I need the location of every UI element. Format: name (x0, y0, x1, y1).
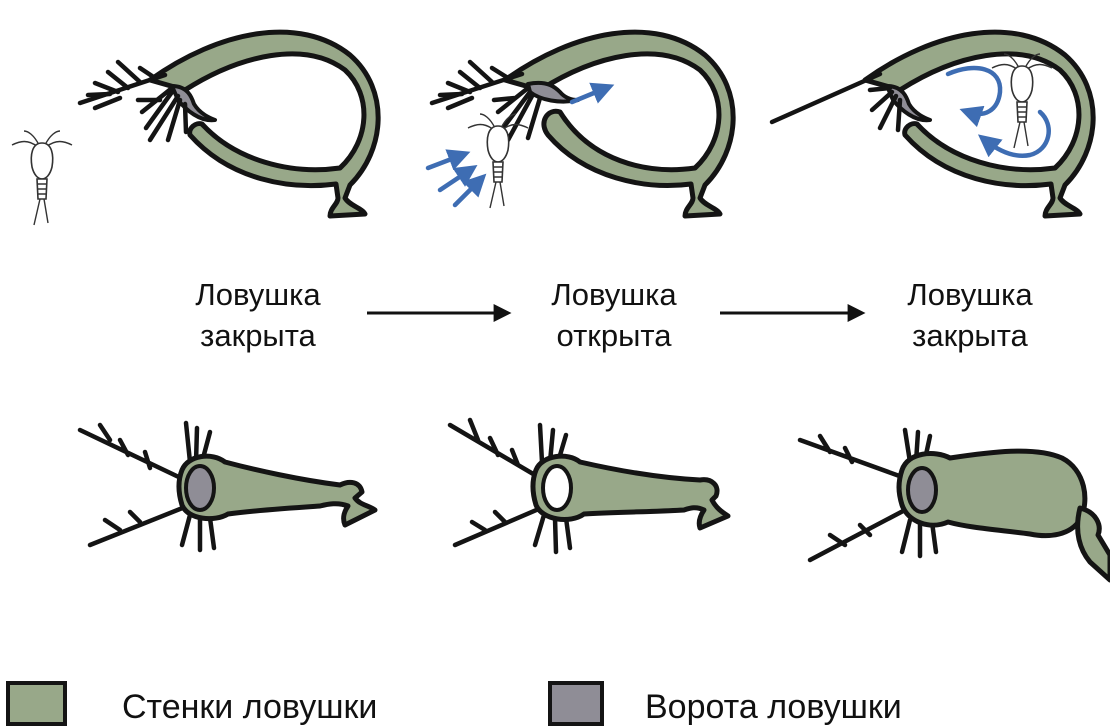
trap-front-closed-swollen (800, 430, 1110, 580)
water-swirl-arrow (948, 68, 1000, 114)
legend-swatch-gate (550, 683, 602, 724)
stage-2-label-line2: открыта (557, 318, 673, 353)
stage-1-label-line2: закрыта (200, 318, 316, 353)
trap-side-closed (80, 32, 378, 216)
trap-gate (528, 83, 578, 102)
trap-front-open (450, 420, 728, 552)
stage-3-label-line2: закрыта (912, 318, 1028, 353)
trap-side-open (428, 32, 733, 216)
copepod-prey (992, 54, 1052, 148)
trap-gate (908, 468, 936, 512)
water-flow-arrow (572, 88, 606, 102)
trap-side-closed-prey-inside (772, 32, 1093, 216)
copepod-prey (468, 114, 528, 208)
copepod-prey (12, 131, 72, 225)
trap-front-closed (80, 423, 375, 550)
trap-gate-open (543, 466, 571, 510)
legend-label-gate: Ворота ловушки (645, 688, 902, 726)
legend-swatch-walls (8, 683, 65, 724)
stage-1-label-line1: Ловушка (195, 277, 321, 312)
stage-3-label-line1: Ловушка (907, 277, 1033, 312)
stage-2-label-line1: Ловушка (551, 277, 677, 312)
trap-wall (505, 32, 733, 216)
trap-gate (186, 466, 214, 510)
legend-label-walls: Стенки ловушки (122, 688, 377, 726)
